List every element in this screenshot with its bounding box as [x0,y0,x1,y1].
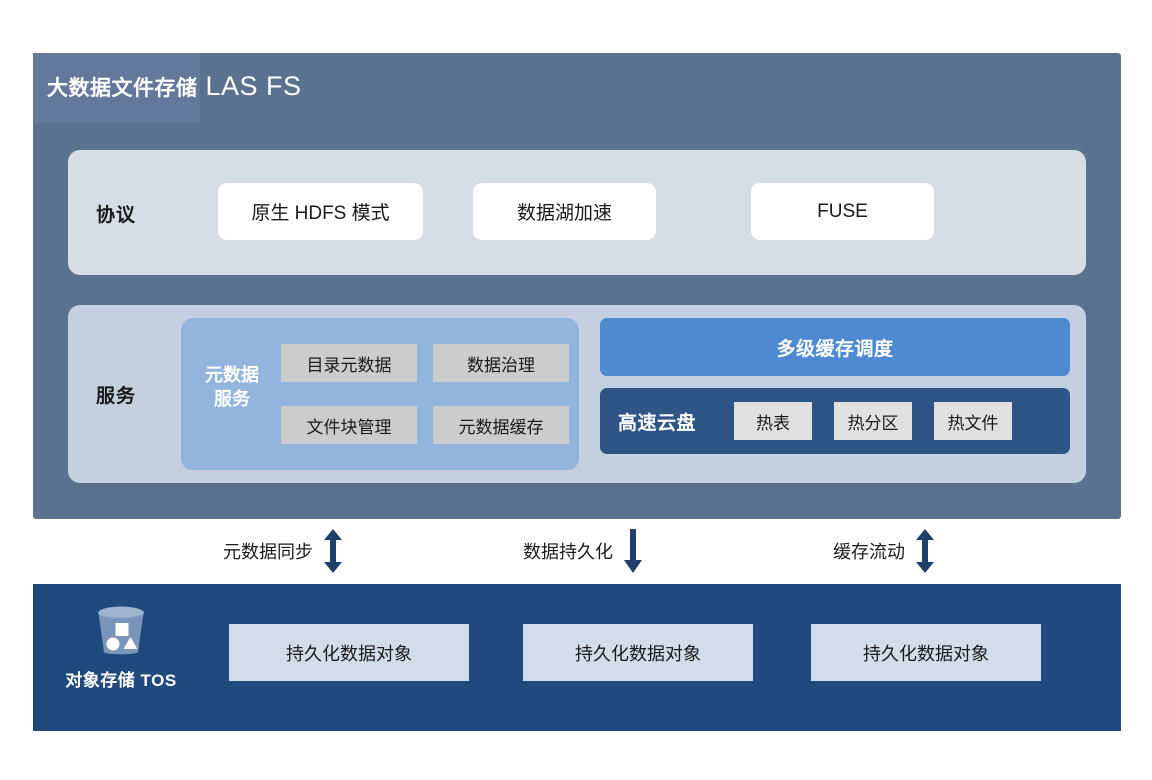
flow-data-persistence: 数据持久化 [523,529,643,573]
metadata-item-metadata-cache[interactable]: 元数据缓存 [433,406,569,444]
header-band [33,53,200,123]
persistent-object-1[interactable]: 持久化数据对象 [229,624,469,681]
metadata-service-title: 元数据 服务 [197,363,267,412]
service-layer: 服务 元数据 服务 目录元数据 数据治理 文件块管理 元数据缓存 多级缓存调度 … [68,305,1086,483]
page-title-en: LAS FS [205,71,302,101]
metadata-service-title-line1: 元数据 [205,365,259,385]
double-arrow-icon [916,529,934,573]
flow-cache-movement-label: 缓存流动 [833,542,905,562]
metadata-service-group: 元数据 服务 目录元数据 数据治理 文件块管理 元数据缓存 [181,318,579,470]
cache-group: 多级缓存调度 高速云盘 热表 热分区 热文件 [600,318,1070,470]
bucket-icon [98,606,144,655]
service-layer-label: 服务 [96,386,137,407]
disk-item-hot-table[interactable]: 热表 [734,402,812,440]
metadata-item-data-governance[interactable]: 数据治理 [433,344,569,382]
protocol-item-datalake-accel[interactable]: 数据湖加速 [473,183,656,240]
double-arrow-icon [324,529,342,573]
high-speed-disk-label: 高速云盘 [618,413,697,434]
page-title-cn: 大数据文件存储 [47,77,198,100]
metadata-item-block-management[interactable]: 文件块管理 [281,406,417,444]
flow-metadata-sync: 元数据同步 [223,529,343,573]
tos-panel: 对象存储 TOS 持久化数据对象 持久化数据对象 持久化数据对象 [33,584,1121,731]
disk-item-hot-file[interactable]: 热文件 [934,402,1012,440]
protocol-item-hdfs[interactable]: 原生 HDFS 模式 [218,183,423,240]
flow-arrows-band: 元数据同步 数据持久化 缓存流动 [33,519,1121,584]
las-fs-panel: 大数据文件存储 LAS FS 协议 原生 HDFS 模式 数据湖加速 FUSE 服… [33,53,1121,519]
high-speed-disk-bar: 高速云盘 热表 热分区 热文件 [600,388,1070,454]
disk-item-hot-partition[interactable]: 热分区 [834,402,912,440]
flow-data-persistence-label: 数据持久化 [523,542,613,562]
metadata-item-directory-metadata[interactable]: 目录元数据 [281,344,417,382]
persistent-object-3[interactable]: 持久化数据对象 [811,624,1041,681]
multilevel-cache-scheduler[interactable]: 多级缓存调度 [600,318,1070,376]
metadata-service-title-line2: 服务 [214,389,250,410]
flow-metadata-sync-label: 元数据同步 [223,542,313,562]
protocol-item-fuse[interactable]: FUSE [751,183,934,240]
down-arrow-icon [624,529,642,573]
tos-label: 对象存储 TOS [65,671,177,690]
tos-brand: 对象存储 TOS [51,602,191,691]
persistent-object-2[interactable]: 持久化数据对象 [523,624,753,681]
protocol-layer-label: 协议 [96,205,137,226]
page-title: 大数据文件存储 LAS FS [47,71,302,102]
protocol-layer: 协议 原生 HDFS 模式 数据湖加速 FUSE [68,150,1086,275]
flow-cache-movement: 缓存流动 [833,529,935,573]
